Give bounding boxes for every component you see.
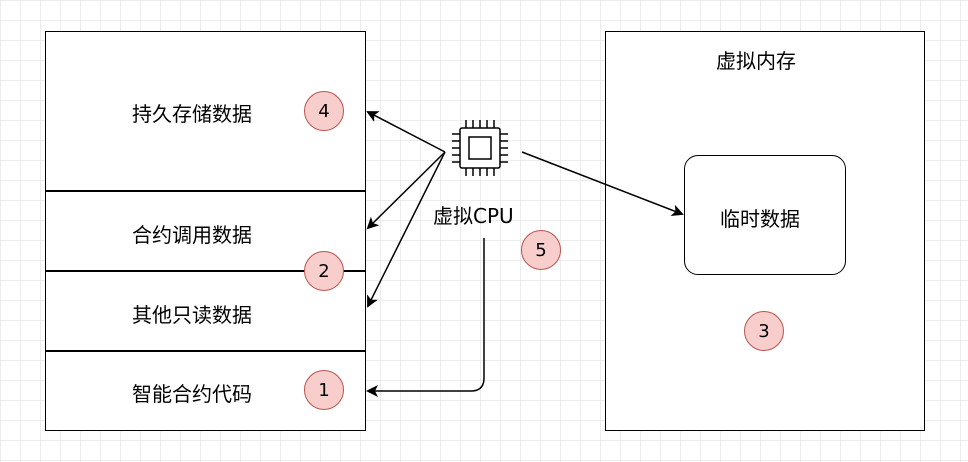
arrow-to-persistent xyxy=(366,111,446,153)
arrow-to-call-data xyxy=(366,151,446,230)
storage-divider-3 xyxy=(45,350,366,352)
arrow-to-readonly xyxy=(367,151,446,308)
temp-data-box xyxy=(684,155,846,275)
cpu-chip-icon xyxy=(452,120,508,176)
virtual-memory-title: 虚拟内存 xyxy=(716,49,796,73)
arrow-to-temp-data xyxy=(521,151,684,216)
badge-2: 2 xyxy=(304,251,344,291)
storage-divider-1 xyxy=(45,190,366,192)
storage-divider-2 xyxy=(45,270,366,272)
call-data-label: 合约调用数据 xyxy=(132,223,252,247)
arrow-to-contract-code xyxy=(366,238,485,397)
badge-4: 4 xyxy=(304,91,344,131)
readonly-data-label: 其他只读数据 xyxy=(132,303,252,327)
virtual-cpu-label: 虚拟CPU xyxy=(433,204,514,228)
badge-5: 5 xyxy=(521,230,561,270)
temp-data-label: 临时数据 xyxy=(720,207,800,231)
contract-code-label: 智能合约代码 xyxy=(132,382,252,406)
badge-3: 3 xyxy=(744,311,784,351)
badge-1: 1 xyxy=(304,370,344,410)
persistent-storage-label: 持久存储数据 xyxy=(132,102,252,126)
